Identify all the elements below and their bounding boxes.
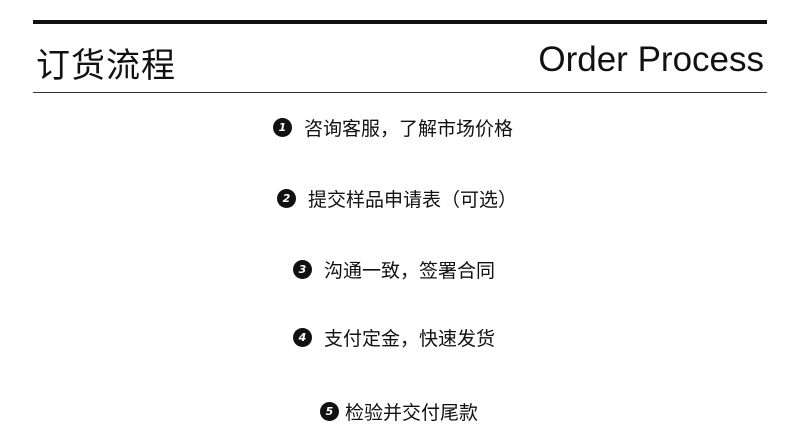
step-text: 检验并交付尾款 bbox=[345, 402, 479, 424]
step-text: 咨询客服，了解市场价格 bbox=[304, 118, 514, 140]
number-1-icon: 1 bbox=[273, 118, 292, 137]
page-title-cn: 订货流程 bbox=[36, 46, 176, 86]
step-5: 5 检验并交付尾款 bbox=[320, 398, 478, 425]
header-divider bbox=[33, 92, 767, 93]
step-1: 1 咨询客服，了解市场价格 bbox=[273, 114, 513, 141]
top-divider bbox=[33, 20, 767, 24]
step-text: 沟通一致，签署合同 bbox=[324, 260, 496, 282]
step-4: 4 支付定金，快速发货 bbox=[293, 324, 495, 351]
number-2-icon: 2 bbox=[277, 189, 296, 208]
step-text: 提交样品申请表（可选） bbox=[308, 189, 518, 211]
number-4-icon: 4 bbox=[293, 328, 312, 347]
number-5-icon: 5 bbox=[320, 402, 339, 421]
page-title-en: Order Process bbox=[538, 40, 764, 79]
number-3-icon: 3 bbox=[293, 260, 312, 279]
step-2: 2 提交样品申请表（可选） bbox=[277, 185, 517, 212]
step-text: 支付定金，快速发货 bbox=[324, 328, 496, 350]
step-3: 3 沟通一致，签署合同 bbox=[293, 256, 495, 283]
